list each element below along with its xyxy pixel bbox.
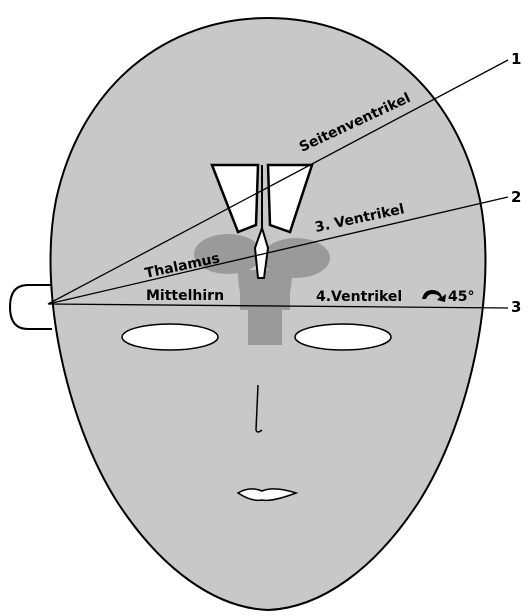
line-number-2: 2	[511, 188, 521, 206]
eye-left	[122, 324, 218, 350]
ear	[10, 285, 52, 329]
line-number-1: 3	[511, 298, 521, 316]
label-angle: 45°	[448, 289, 474, 305]
eye-right	[295, 324, 391, 350]
line-number-3: 1	[511, 50, 521, 68]
label-mittelhirn: Mittelhirn	[146, 288, 224, 304]
label-4-ventrikel: 4.Ventrikel	[316, 289, 402, 305]
